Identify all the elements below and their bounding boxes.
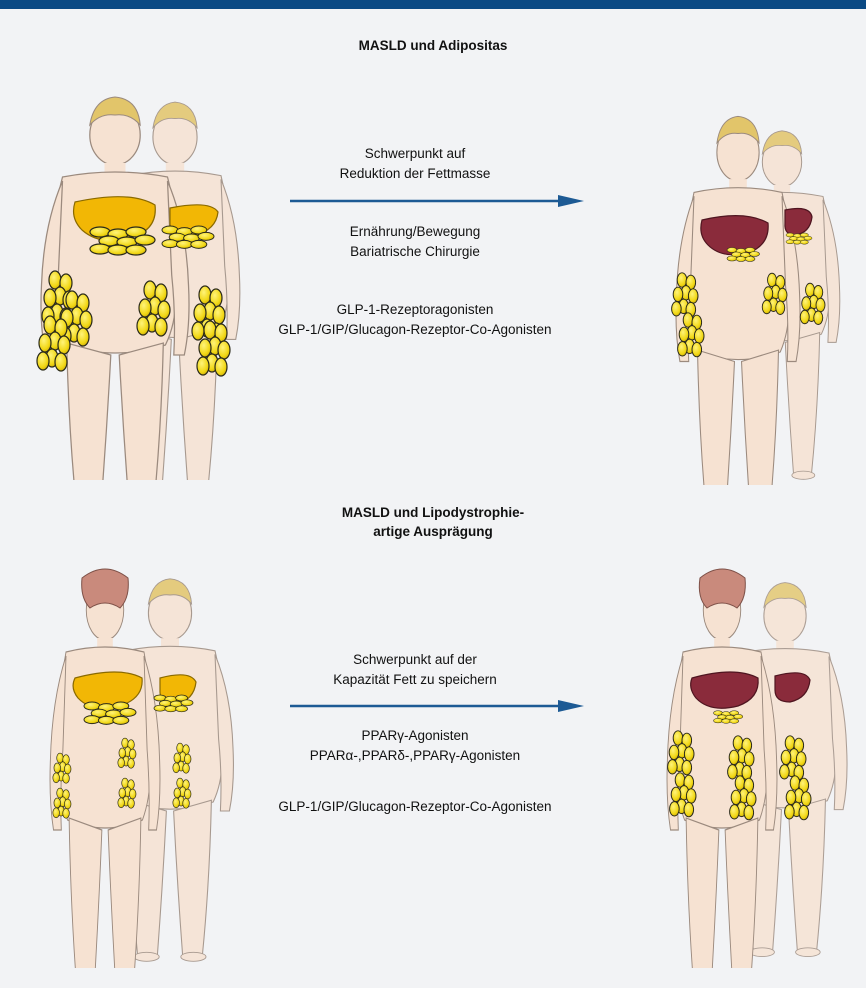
section1-line2: Reduktion der Fettmasse xyxy=(215,164,615,184)
section2-title-line2: artige Ausprägung xyxy=(0,522,866,541)
section1-title: MASLD und Adipositas xyxy=(0,36,866,55)
section2-line1: Schwerpunkt auf der xyxy=(215,650,615,670)
section2-line3: PPARγ-Agonisten xyxy=(215,726,615,746)
section1-line1: Schwerpunkt auf xyxy=(215,144,615,164)
section2-line2: Kapazität Fett zu speichern xyxy=(215,670,615,690)
section1-line5: GLP-1-Rezeptoragonisten xyxy=(215,300,615,320)
section2-title-line1: MASLD und Lipodystrophie- xyxy=(0,503,866,522)
illustration-obesity-before xyxy=(20,80,260,480)
section1-line6: GLP-1/GIP/Glucagon-Rezeptor-Co-Agonisten xyxy=(215,320,615,340)
illustration-obesity-after xyxy=(660,85,860,485)
illustration-lipodystrophy-after xyxy=(650,548,865,968)
section2-line5: GLP-1/GIP/Glucagon-Rezeptor-Co-Agonisten xyxy=(215,797,615,817)
arrow-right xyxy=(288,193,588,209)
top-bar xyxy=(0,0,866,9)
section2-line4: PPARα-,PPARδ-,PPARγ-Agonisten xyxy=(215,746,615,766)
arrow-right xyxy=(288,698,588,714)
section1-line3: Ernährung/Bewegung xyxy=(215,222,615,242)
section1-line4: Bariatrische Chirurgie xyxy=(215,242,615,262)
